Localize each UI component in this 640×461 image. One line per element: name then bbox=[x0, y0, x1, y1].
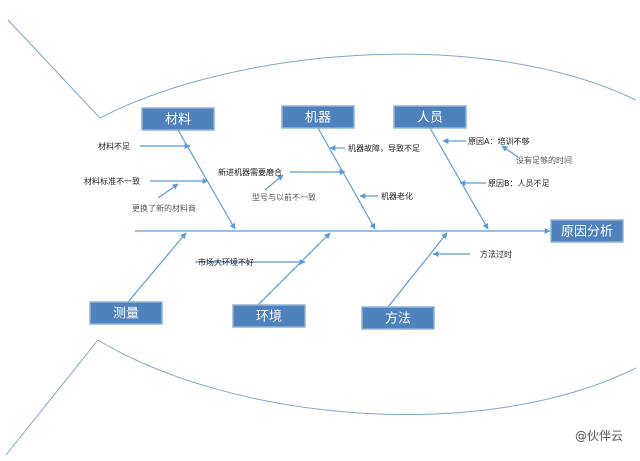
cause-machine-3: 机器老化 bbox=[381, 191, 413, 201]
fish-outline-upper bbox=[99, 53, 637, 119]
arrow-materials-2-sub bbox=[157, 183, 179, 199]
category-environment-label: 环境 bbox=[256, 310, 282, 325]
cause-environment-1: 市场大环境不好 bbox=[198, 257, 254, 267]
head-label: 原因分析 bbox=[561, 225, 613, 240]
category-measurement-label: 测量 bbox=[113, 307, 139, 322]
cause-method-1: 方法过时 bbox=[480, 249, 512, 259]
category-people-label: 人员 bbox=[417, 111, 443, 126]
cause-materials-1: 材料不足 bbox=[98, 141, 130, 151]
cause-materials-2: 材料标准不一致 bbox=[84, 176, 140, 186]
cause-materials-2-sub: 更换了新的材料商 bbox=[132, 203, 196, 213]
fish-tail-upper bbox=[7, 19, 101, 119]
category-materials-label: 材料 bbox=[165, 113, 191, 128]
head-box: 原因分析 bbox=[550, 219, 624, 243]
cause-people-2: 原因B：人员不足 bbox=[488, 179, 550, 188]
cause-people-1-sub: 没有足够的时间 bbox=[516, 155, 572, 165]
bone-materials bbox=[177, 129, 236, 230]
fish-tail-lower bbox=[5, 339, 99, 456]
watermark: @伙伴云 bbox=[575, 429, 623, 443]
fish-outline-lower bbox=[97, 339, 637, 415]
bone-measurement bbox=[127, 232, 187, 303]
category-method: 方法 bbox=[361, 306, 435, 330]
bone-machine bbox=[317, 127, 376, 230]
arrow-machine-1-sub bbox=[264, 174, 284, 191]
category-machine: 机器 bbox=[281, 105, 355, 129]
category-materials: 材料 bbox=[141, 107, 215, 131]
category-measurement: 测量 bbox=[89, 301, 163, 325]
category-environment: 环境 bbox=[232, 304, 306, 328]
cause-people-1: 原因A：培训不够 bbox=[468, 136, 529, 146]
category-machine-label: 机器 bbox=[305, 111, 331, 126]
category-people: 人员 bbox=[393, 105, 467, 129]
cause-machine-2: 机器故障，导致不足 bbox=[348, 143, 420, 153]
arrow-people-1-sub bbox=[501, 145, 519, 158]
cause-machine-1: 新进机器需要磨合 bbox=[218, 167, 282, 177]
bone-people bbox=[429, 127, 489, 230]
bone-environment bbox=[257, 232, 331, 306]
category-method-label: 方法 bbox=[385, 311, 411, 327]
bone-method bbox=[387, 232, 448, 308]
cause-machine-1-sub: 型号与以前不一致 bbox=[252, 192, 316, 202]
